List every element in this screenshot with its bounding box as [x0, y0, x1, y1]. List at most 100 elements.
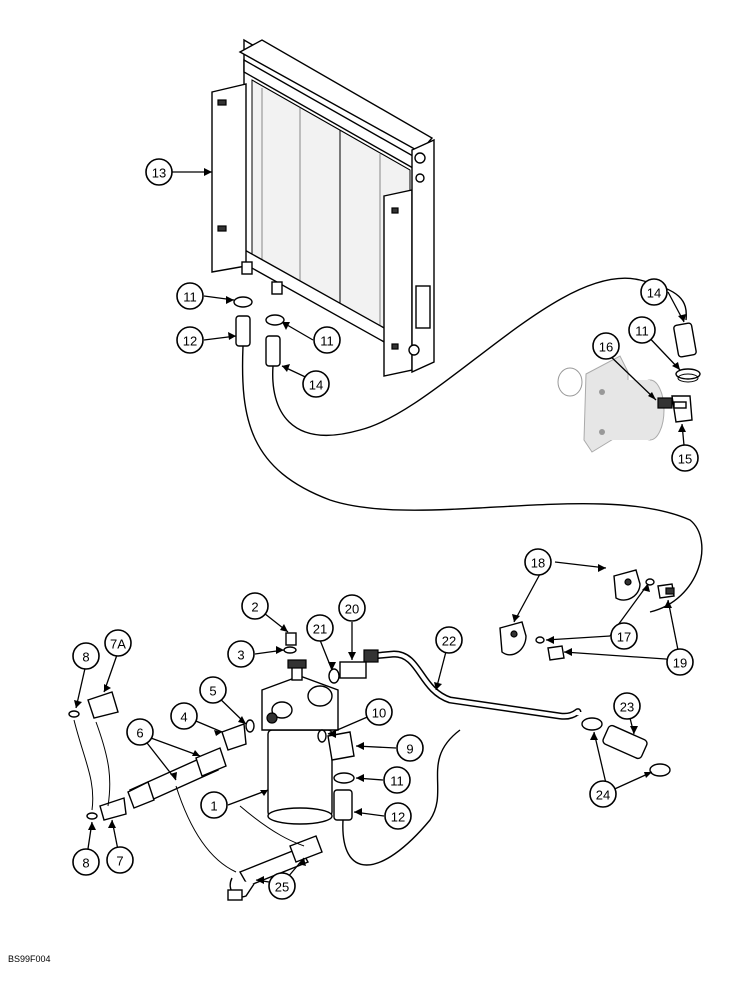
- callout-c14a: 14: [302, 370, 330, 398]
- callout-c18: 18: [524, 548, 552, 576]
- callout-c3: 3: [227, 640, 255, 668]
- callout-label: 8: [82, 650, 89, 665]
- callout-c24: 24: [589, 780, 617, 808]
- callout-label: 21: [313, 622, 327, 637]
- arrowheads: [74, 168, 686, 884]
- callout-label: 25: [275, 880, 289, 895]
- callout-c7A: 7A: [104, 629, 132, 657]
- callout-label: 7: [116, 854, 123, 869]
- callout-c19: 19: [666, 648, 694, 676]
- hose-clamp-11a: [233, 296, 253, 308]
- callout-label: 22: [442, 634, 456, 649]
- callout-label: 14: [309, 378, 323, 393]
- callout-c11b: 11: [313, 326, 341, 354]
- callout-circle: [72, 642, 100, 670]
- callout-c1: 1: [200, 791, 228, 819]
- pump-fitting-assembly: [557, 322, 701, 453]
- callout-c12a: 12: [176, 326, 204, 354]
- callout-c6: 6: [126, 718, 154, 746]
- callout-label: 20: [345, 602, 359, 617]
- callout-circle: [640, 278, 668, 306]
- callout-c9: 9: [396, 734, 424, 762]
- callout-label: 11: [320, 334, 334, 349]
- callout-label: 3: [237, 648, 244, 663]
- o-ring-8-lower: [86, 812, 98, 820]
- hose-14-left: [265, 335, 281, 367]
- callout-circle: [199, 676, 227, 704]
- hose-23: [602, 724, 648, 760]
- callout-circle: [383, 766, 411, 794]
- hose-clamp-24a: [581, 717, 603, 731]
- callout-circle: [241, 592, 269, 620]
- callout-c4: 4: [170, 702, 198, 730]
- callout-circle: [106, 846, 134, 874]
- callout-label: 10: [372, 706, 386, 721]
- callout-c11c: 11: [628, 316, 656, 344]
- o-ring-10: [317, 729, 327, 743]
- callout-c21: 21: [306, 614, 334, 642]
- callout-label: 11: [390, 774, 404, 789]
- callout-label: 7A: [110, 637, 126, 652]
- callout-circle: [666, 648, 694, 676]
- figure-code: BS99F004: [8, 954, 51, 964]
- callout-label: 12: [391, 810, 405, 825]
- pipe-fitting-end: [363, 649, 379, 663]
- callout-circle: [170, 702, 198, 730]
- drain-hose: [342, 729, 461, 866]
- callout-label: 11: [183, 290, 197, 305]
- callout-c13: 13: [145, 158, 173, 186]
- hose-assembly-25: [227, 835, 323, 901]
- callout-circle: [268, 872, 296, 900]
- washer-3: [283, 646, 297, 654]
- callout-label: 17: [617, 630, 631, 645]
- callout-label: 11: [635, 324, 649, 339]
- hose-brackets: [499, 569, 675, 661]
- callout-circle: [396, 734, 424, 762]
- callout-c10: 10: [365, 698, 393, 726]
- callout-c8a: 8: [72, 642, 100, 670]
- hose-12-upper: [235, 315, 251, 347]
- callout-c2: 2: [241, 592, 269, 620]
- callout-circle: [365, 698, 393, 726]
- callout-circle: [227, 640, 255, 668]
- callout-label: 19: [673, 656, 687, 671]
- callout-c8b: 8: [72, 848, 100, 876]
- callout-circle: [435, 626, 463, 654]
- callout-c5: 5: [199, 676, 227, 704]
- hose-clamp-11b: [265, 314, 285, 326]
- callout-circle: [126, 718, 154, 746]
- callout-circle: [628, 316, 656, 344]
- o-ring-8-upper: [68, 710, 80, 718]
- callout-label: 4: [180, 710, 187, 725]
- callout-label: 12: [183, 334, 197, 349]
- callout-c14b: 14: [640, 278, 668, 306]
- callout-label: 8: [82, 856, 89, 871]
- callout-label: 5: [209, 684, 216, 699]
- callout-circle: [306, 614, 334, 642]
- adapter-7: [99, 797, 127, 821]
- callout-label: 9: [406, 742, 413, 757]
- o-ring-21: [328, 668, 340, 684]
- elbow-fitting-9: [327, 731, 355, 761]
- callout-label: 2: [251, 600, 258, 615]
- callout-label: 14: [647, 286, 661, 301]
- callout-label: 13: [152, 166, 166, 181]
- adapter-20: [339, 661, 367, 679]
- filter-assembly: [261, 659, 339, 825]
- callout-circle: [384, 802, 412, 830]
- hose-clamp-11d: [333, 772, 355, 784]
- callout-c17: 17: [610, 622, 638, 650]
- callout-c11a: 11: [176, 282, 204, 310]
- callout-circle: [338, 594, 366, 622]
- callout-circle: [200, 791, 228, 819]
- callout-circle: [145, 158, 173, 186]
- callout-label: 15: [678, 452, 692, 467]
- hose-assembly-6: [127, 747, 227, 809]
- callout-c15: 15: [671, 444, 699, 472]
- callout-c7: 7: [106, 846, 134, 874]
- callout-label: 23: [620, 700, 634, 715]
- callout-circle: [589, 780, 617, 808]
- callout-circle: [104, 629, 132, 657]
